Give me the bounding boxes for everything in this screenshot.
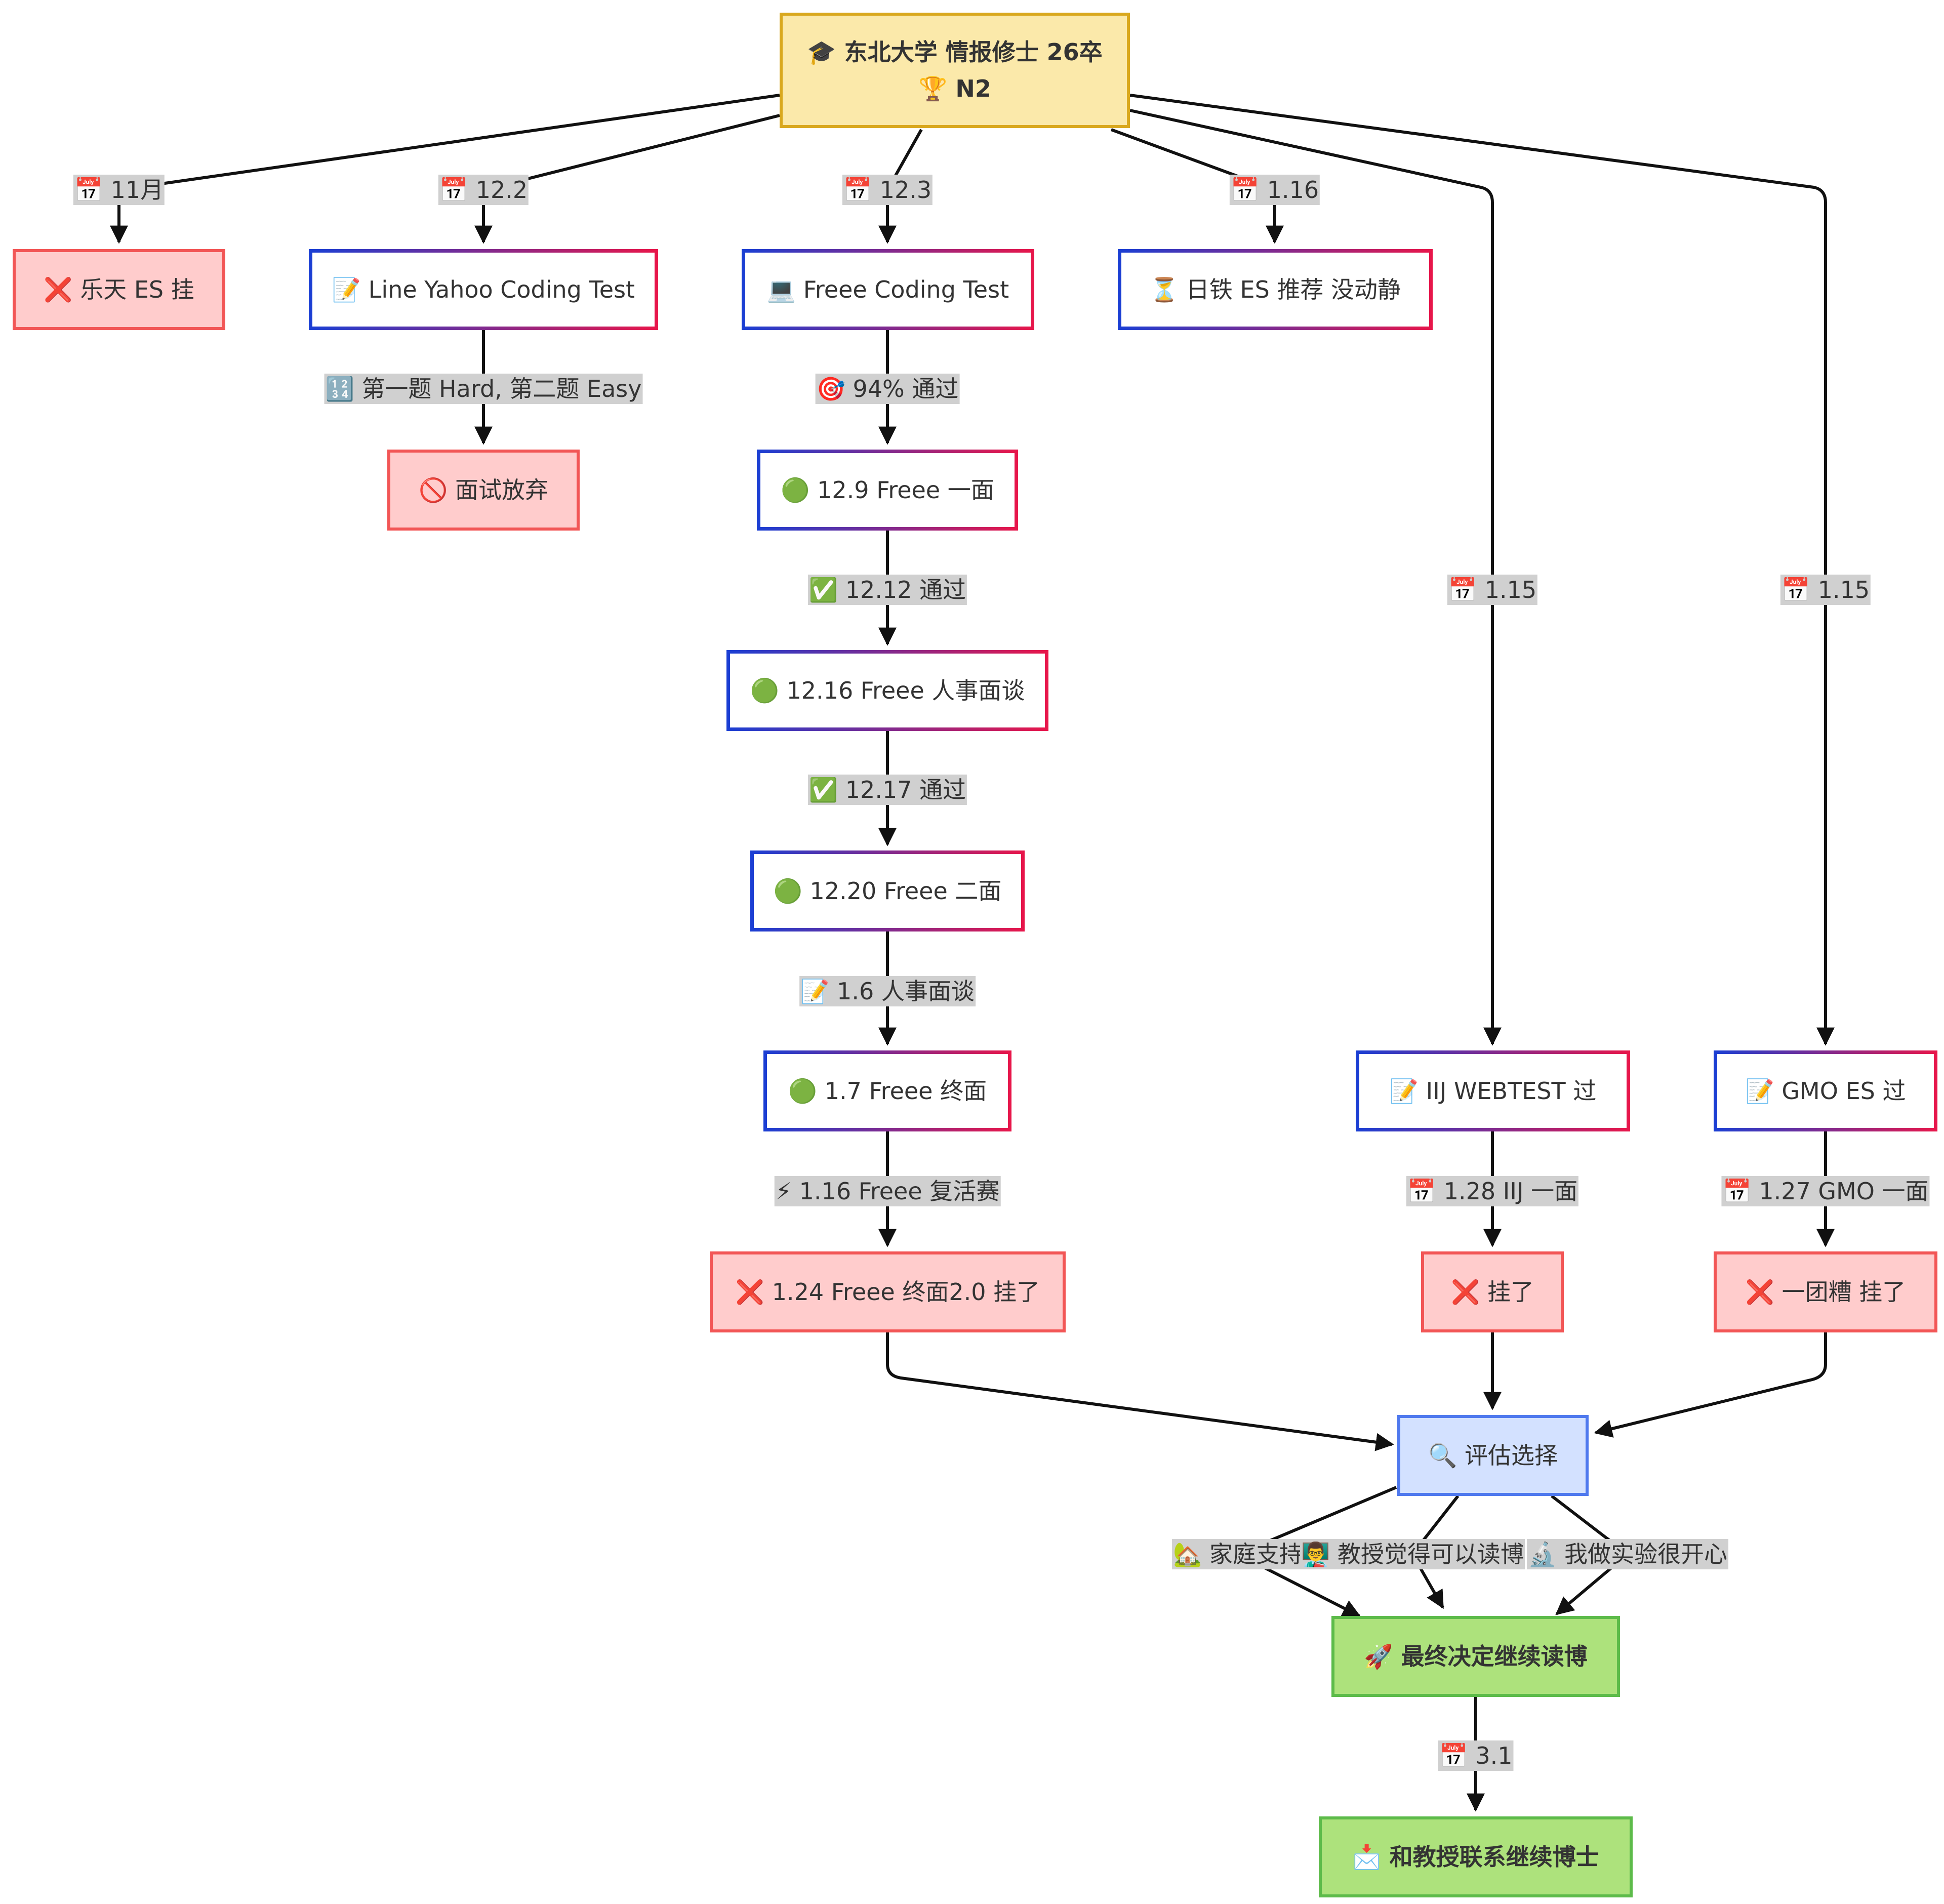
node-iij-fail: ❌ 挂了 (1421, 1251, 1564, 1332)
root-line-1: 🎓 东北大学 情报修士 26卒 (807, 38, 1103, 66)
edge-label-giveup: 🔢 第一题 Hard, 第二题 Easy (324, 374, 643, 404)
node-freee-hr: 🟢 12.16 Freee 人事面谈 (726, 650, 1048, 731)
node-root: 🎓 东北大学 情报修士 26卒 🏆 N2 (780, 13, 1130, 128)
node-lineyahoo: 📝 Line Yahoo Coding Test (309, 249, 658, 330)
node-gmo-fail: ❌ 一团糟 挂了 (1714, 1251, 1937, 1332)
node-freee-2: 🟢 12.20 Freee 二面 (750, 850, 1025, 931)
node-nippon: ⏳ 日铁 ES 推荐 没动静 (1118, 249, 1433, 330)
edge-label-iij-128: 📅 1.28 IIJ 一面 (1406, 1176, 1579, 1206)
edge-label-rakuten: 📅 11月 (73, 175, 165, 205)
node-eval: 🔍 评估选择 (1397, 1415, 1589, 1496)
edge-label-family: 🏡 家庭支持 (1172, 1539, 1304, 1569)
node-iij: 📝 IIJ WEBTEST 过 (1356, 1050, 1630, 1131)
edge-label-prof: 👨‍🏫 教授觉得可以读博 (1300, 1539, 1525, 1569)
edge-label-gmo: 📅 1.15 (1780, 575, 1871, 605)
edge-root-rakuten (110, 94, 780, 244)
edge-label-lab: 🔬 我做实验很开心 (1527, 1539, 1728, 1569)
edge-label-nippon: 📅 1.16 (1229, 175, 1320, 205)
edge-label-116: ⚡ 1.16 Freee 复活赛 (774, 1176, 1001, 1206)
edge-label-gmo-127: 📅 1.27 GMO 一面 (1721, 1176, 1930, 1206)
edge-gmo-fail-eval (1594, 1332, 1827, 1438)
node-freee-final: 🟢 1.7 Freee 终面 (763, 1050, 1011, 1131)
edge-label-freee: 📅 12.3 (842, 175, 933, 205)
edge-freee-fail-eval (886, 1332, 1394, 1451)
edge-root-iij (1129, 109, 1502, 1046)
node-freee-test: 💻 Freee Coding Test (742, 249, 1034, 330)
node-contact: 📩 和教授联系继续博士 (1319, 1816, 1633, 1897)
node-rakuten: ❌ 乐天 ES 挂 (13, 249, 225, 330)
node-freee-1: 🟢 12.9 Freee 一面 (757, 450, 1018, 531)
edge-label-1212: ✅ 12.12 通过 (807, 575, 967, 605)
root-line-2: 🏆 N2 (918, 75, 991, 102)
edge-label-1217: ✅ 12.17 通过 (807, 775, 967, 805)
node-freee-fail: ❌ 1.24 Freee 终面2.0 挂了 (710, 1251, 1066, 1332)
edge-label-iij: 📅 1.15 (1447, 575, 1538, 605)
edge-label-16: 📝 1.6 人事面谈 (799, 976, 976, 1006)
edge-label-31: 📅 3.1 (1438, 1740, 1514, 1771)
node-decide: 🚀 最终决定继续读博 (1331, 1616, 1620, 1697)
edge-root-gmo (1129, 94, 1835, 1046)
edge-label-lineyahoo: 📅 12.2 (438, 175, 529, 205)
edge-label-pass94: 🎯 94% 通过 (815, 374, 960, 404)
node-giveup: 🚫 面试放弃 (387, 450, 580, 531)
node-gmo: 📝 GMO ES 过 (1714, 1050, 1937, 1131)
